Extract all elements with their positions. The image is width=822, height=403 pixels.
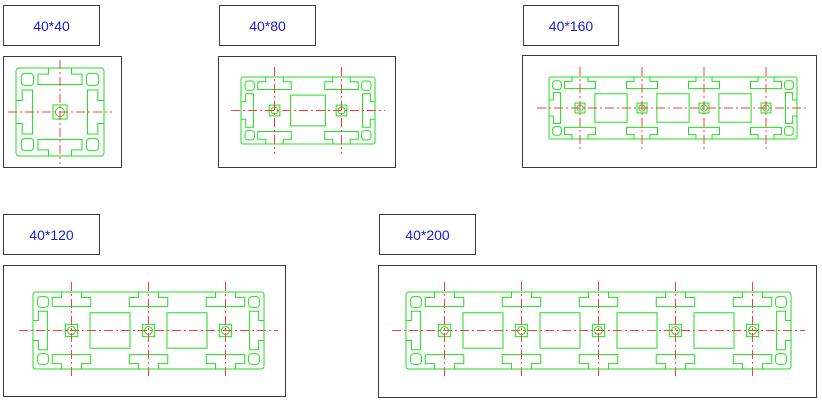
inner-chamber [594,93,628,123]
corner-hollow [410,296,422,308]
corner-hollow [361,80,372,91]
corner-hollow [20,137,35,152]
corner-hollow [552,80,562,90]
tslot-bottom [626,126,658,139]
corner-hollow [37,353,49,365]
inner-chamber [166,312,208,349]
profile-label-40x200: 40*200 [379,214,476,255]
corner-hollow [37,296,49,308]
profile-drawing-40x200 [378,265,817,398]
tslot-side [249,310,264,351]
profile-label-40x40: 40*40 [3,5,100,46]
tslot-bottom [688,126,720,139]
tslot-side [87,89,104,135]
tslot-side [33,310,48,351]
inner-chamber [656,93,690,123]
inner-chamber [718,93,752,123]
profile-svg-40x40 [8,60,112,164]
corner-hollow [775,353,787,365]
inner-chamber [693,312,735,349]
corner-hollow [20,72,35,87]
tslot-bottom [564,126,596,139]
corner-hollow [775,296,787,308]
profile-label-40x80: 40*80 [219,5,316,46]
inner-chamber [539,312,581,349]
profile-drawing-40x160 [522,55,817,168]
tslot-side [776,310,791,351]
tslot-bottom [750,126,782,139]
corner-hollow [410,353,422,365]
inner-chamber [290,94,326,127]
corner-hollow [85,137,100,152]
corner-hollow [361,130,372,141]
profile-label-40x160: 40*160 [523,5,619,46]
profile-svg-40x80 [231,67,385,154]
tslot-bottom [37,139,83,156]
profile-svg-40x120 [19,282,278,379]
inner-chamber [89,312,131,349]
profile-svg-40x200 [392,282,805,379]
inner-chamber [462,312,504,349]
corner-hollow [784,80,794,90]
corner-hollow [784,126,794,136]
corner-hollow [85,72,100,87]
profile-drawing-40x120 [3,265,286,397]
profile-label-40x120: 40*120 [3,214,100,255]
corner-hollow [244,80,255,91]
profile-svg-40x160 [537,67,809,149]
profile-drawing-40x40 [3,56,122,168]
tslot-side [784,92,797,124]
tslot-side [406,310,421,351]
inner-chamber [616,312,658,349]
corner-hollow [248,296,260,308]
profile-drawing-40x80 [218,56,396,168]
corner-hollow [244,130,255,141]
corner-hollow [552,126,562,136]
corner-hollow [248,353,260,365]
